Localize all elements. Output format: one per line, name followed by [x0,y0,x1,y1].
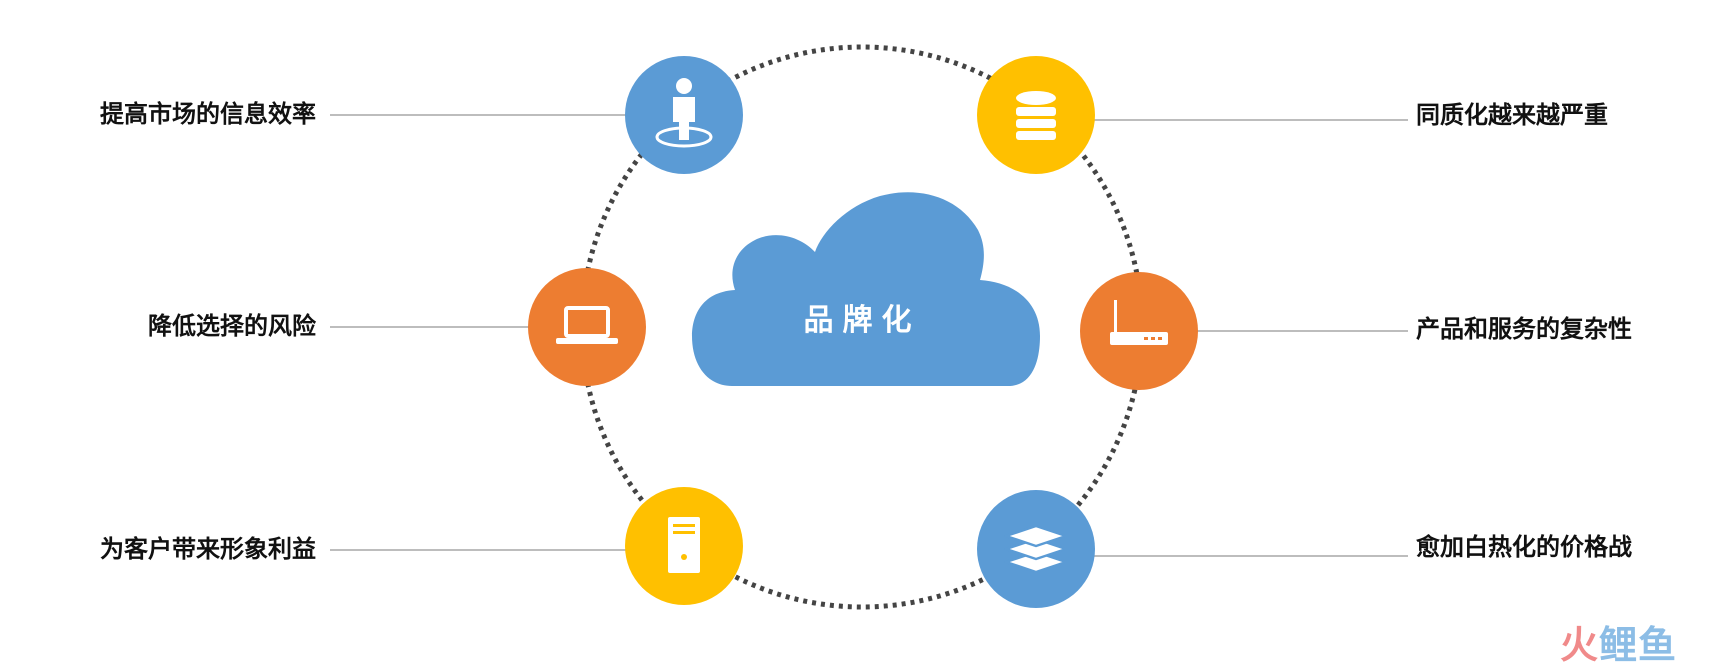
label-price-war: 愈加白热化的价格战 [1416,533,1632,561]
database-icon [1016,91,1056,140]
node-5 [1080,272,1198,390]
watermark-logo: 火鲤鱼 [1560,622,1677,668]
server-tower-icon [668,517,700,573]
watermark-part-2: 鲤鱼 [1599,623,1678,667]
watermark-part-1: 火 [1560,623,1600,667]
layers-icon [1004,524,1068,574]
node-3 [625,487,743,605]
node-4 [977,56,1095,174]
node-6 [977,490,1095,608]
label-customer-image-benefit: 为客户带来形象利益 [100,535,316,563]
center-label: 品牌化 [804,303,921,338]
label-improve-market-efficiency: 提高市场的信息效率 [100,100,316,128]
router-icon [1110,300,1168,345]
label-homogenization: 同质化越来越严重 [1416,101,1608,129]
node-1 [625,56,743,174]
person-target-icon [655,78,713,148]
label-reduce-choice-risk: 降低选择的风险 [148,312,316,340]
laptop-icon [556,306,618,344]
cloud-icon: 品牌化 [692,192,1040,386]
label-product-service-complexity: 产品和服务的复杂性 [1416,315,1632,343]
node-2 [528,268,646,386]
